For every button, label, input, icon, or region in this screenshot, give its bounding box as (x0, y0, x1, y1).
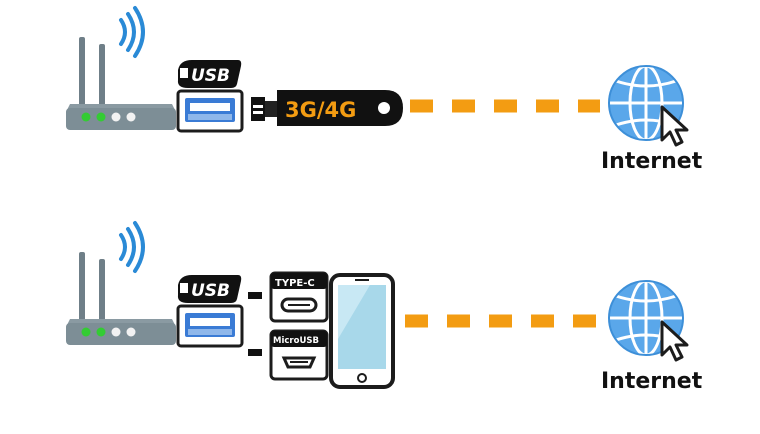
connector-dash (248, 292, 262, 299)
globe-icon (607, 64, 689, 147)
type-c-label: TYPE-C (275, 278, 315, 289)
micro-usb-label: MicroUSB (273, 336, 319, 346)
usb-port-icon (176, 89, 244, 133)
dongle-label: 3G/4G (285, 98, 356, 122)
usb-modem-dongle-icon (251, 90, 403, 126)
usb-c-connector-icon (269, 271, 329, 323)
usb-label: USB (191, 66, 230, 86)
internet-label: Internet (601, 149, 703, 174)
internet-label: Internet (601, 369, 703, 394)
router-icon (64, 6, 178, 132)
micro-usb-connector-icon (269, 329, 329, 381)
connector-dash (248, 349, 262, 356)
row-2-phone-tethering: USB TYPE-C MicroUSB (64, 221, 703, 394)
router-icon (64, 221, 178, 347)
row-1-dongle-connection: USB 3G/4G Internet (64, 6, 703, 174)
globe-icon (607, 279, 689, 362)
usb-label: USB (191, 281, 230, 301)
smartphone-icon (329, 273, 395, 389)
usb-port-icon (176, 304, 244, 348)
